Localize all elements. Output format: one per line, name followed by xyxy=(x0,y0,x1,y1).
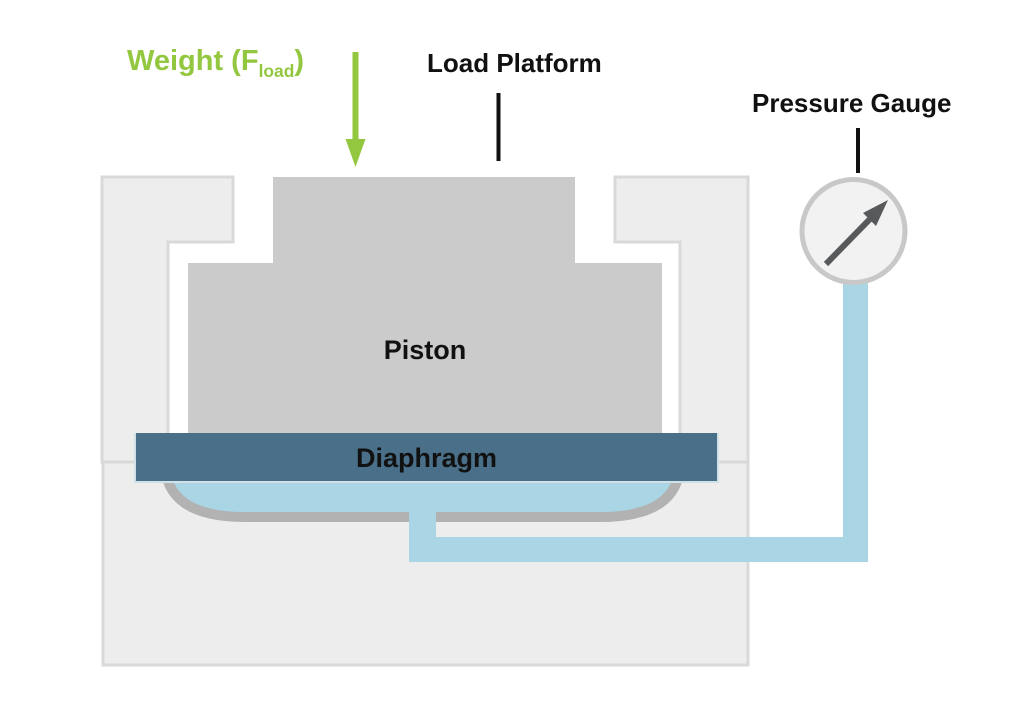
housing-left-wall xyxy=(100,175,235,464)
piston-body xyxy=(188,177,662,450)
weight-arrow-down-icon xyxy=(345,52,366,167)
pressure-gauge-pointer-line xyxy=(856,128,860,173)
weight-arrow-head xyxy=(345,139,366,167)
weight-label-prefix: Weight (F xyxy=(127,45,259,77)
piston-label: Piston xyxy=(383,335,467,365)
gauge-needle-icon xyxy=(823,200,888,267)
diaphragm-bar xyxy=(136,433,717,481)
diaphragm-label: Diaphragm xyxy=(355,443,498,473)
load-platform-label: Load Platform xyxy=(427,48,602,78)
load-platform-pointer-line xyxy=(496,93,501,161)
gauge-needle-head xyxy=(863,200,888,226)
weight-label-suffix: ) xyxy=(294,45,304,77)
weight-label-subscript: load xyxy=(258,60,295,81)
pressure-gauge-label: Pressure Gauge xyxy=(752,88,952,118)
pressure-gauge-dial xyxy=(799,177,908,285)
weight-arrow-shaft xyxy=(352,52,359,142)
weight-label: Weight (Fload) xyxy=(127,45,304,80)
gauge-needle-shaft xyxy=(823,216,873,267)
